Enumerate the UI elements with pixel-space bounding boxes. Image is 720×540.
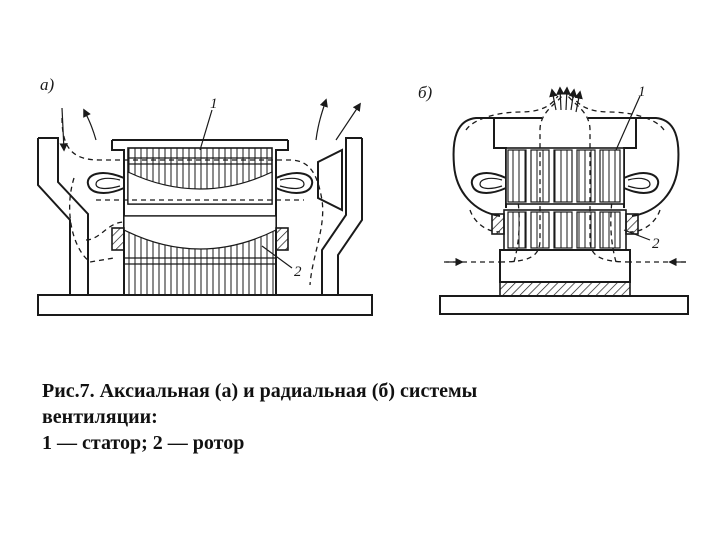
panel-b-casing-right — [631, 117, 680, 217]
panel-b-stator-leader — [615, 95, 641, 151]
figure-caption: Рис.7. Аксиальная (а) и радиальная (б) с… — [42, 378, 682, 456]
panel-a-left-frame — [37, 138, 71, 295]
panel-a-rotor-ring-right — [275, 227, 289, 251]
panel-a-fan-box — [317, 148, 343, 212]
panel-b-exhaust-arrow-1 — [549, 88, 558, 111]
panel-b-exhaust-arrow-3 — [562, 86, 571, 111]
panel-a-rotor-callout: 2 — [294, 264, 302, 280]
panel-b-exhaust-arrow-4 — [568, 88, 578, 111]
panel-b-right-winding — [623, 172, 660, 194]
panel-b-rotor-core — [503, 209, 627, 251]
panel-b-casing-left — [452, 117, 501, 217]
panel-a-stator-leader — [199, 109, 213, 151]
panel-b-rotor-leader — [623, 229, 651, 241]
panel-a-outlet-arrow-2 — [335, 102, 361, 141]
panel-a-inlet-arrow-left — [59, 107, 68, 152]
panel-a-airflow-1 — [61, 117, 324, 286]
panel-a-stator-callout: 1 — [210, 96, 218, 112]
panel-a-right-frame — [337, 138, 363, 295]
panel-a-right-winding — [275, 172, 314, 194]
panel-a-rotor-ring-left — [111, 227, 125, 251]
panel-a-outlet-arrow-1 — [315, 98, 328, 141]
panel-a: а) — [37, 75, 373, 316]
panel-a-rotor-leader — [261, 245, 293, 269]
caption-line-3: 1 — статор; 2 — ротор — [42, 432, 245, 454]
panel-b-rotor-callout: 2 — [652, 236, 660, 252]
caption-line-1: Рис.7. Аксиальная (а) и радиальная (б) с… — [42, 380, 478, 402]
panel-b-base — [439, 295, 689, 315]
panel-b-stator-core — [505, 147, 625, 205]
panel-b-left-winding — [470, 172, 507, 194]
panel-a-left-winding — [86, 172, 125, 194]
panel-b-rotor-ring-left — [491, 213, 505, 235]
panel-b-label: б) — [418, 83, 433, 102]
panel-b-exhaust-arrow-2 — [556, 86, 565, 111]
panel-a-label: а) — [40, 75, 55, 94]
caption-line-2: вентиляции: — [42, 406, 158, 428]
panel-b-exhaust-arrow-5 — [574, 90, 583, 113]
panel-b-stator-callout: 1 — [638, 84, 646, 100]
panel-a-right-frame-inner — [321, 137, 362, 295]
panel-a-base — [37, 294, 373, 316]
panel-b-rotor-ring-right — [625, 213, 639, 235]
panel-b-rotor-hub — [499, 249, 631, 283]
ventilation-diagram: а) — [37, 75, 689, 316]
panel-b-shaft — [499, 281, 631, 297]
panel-a-left-frame-inner — [38, 137, 89, 295]
panel-b: б) — [418, 83, 689, 315]
panel-a-inlet-arrow — [83, 108, 97, 141]
